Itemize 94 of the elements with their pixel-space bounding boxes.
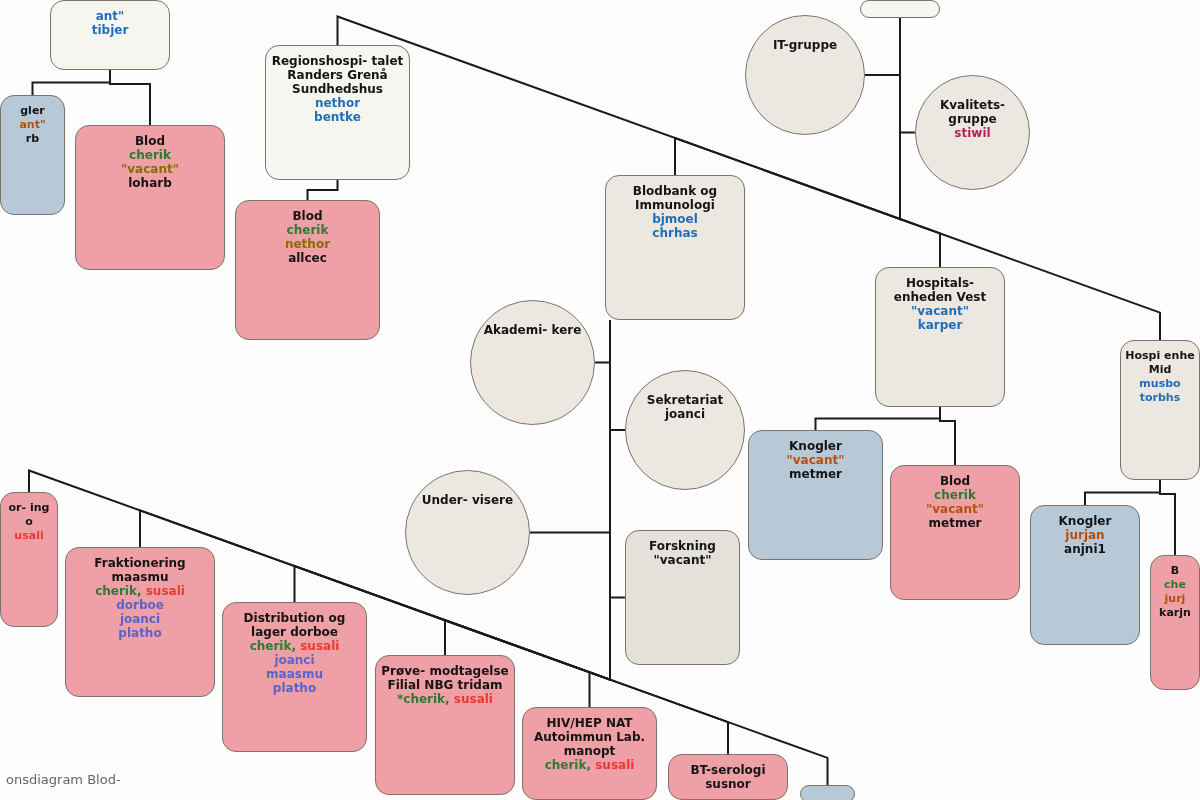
org-box [375,655,515,795]
staff-initials: susali [145,584,185,598]
staff-initials: tibjer [91,23,129,37]
unit-title: Hospi enhe Mid [1125,349,1195,377]
org-box [1150,555,1200,690]
unit-title: Fraktionering maasmu [93,556,187,584]
staff-initials: ant" [19,118,46,132]
org-box [625,530,740,665]
unit-title: Forskning "vacant" [648,539,717,567]
staff-initials: metmer [928,516,982,530]
connector-line [109,69,151,126]
connector-line [1159,479,1176,556]
org-box [265,45,410,180]
staff-initials: anjni1 [1064,542,1106,556]
org-box [522,707,657,800]
unit-title: Under- visere [421,493,514,507]
org-box [748,430,883,560]
connector-line [306,179,339,201]
unit-title: Prøve- modtagelse Filial NBG tridam [380,664,510,692]
staff-initials: susali [453,692,493,706]
staff-initials: joanci [664,407,706,421]
staff-initials: cherik, [249,639,296,653]
org-box [1120,340,1200,480]
unit-title: BT-serologi susnor [689,763,767,791]
org-box [0,492,58,627]
org-box [75,125,225,270]
org-box [235,200,380,340]
staff-initials: maasmu [266,667,323,681]
org-box [605,175,745,320]
staff-initials: cherik [129,148,171,162]
org-box [875,267,1005,407]
org-box [1030,505,1140,645]
unit-title: Knogler [1058,514,1112,528]
staff-initials: nethor [284,237,331,251]
staff-initials: dorboe [116,598,164,612]
unit-title: Sekretariat [646,393,724,407]
unit-title: or- ing o [7,501,51,529]
unit-title: gler [20,104,45,118]
staff-initials: joanci [274,653,315,667]
connector-line [939,406,956,466]
org-box [800,785,855,800]
staff-initials: chrhas [652,226,698,240]
staff-initials: bjmoel [652,212,698,226]
staff-initials: "vacant" [121,162,179,176]
staff-initials: usali [14,529,44,543]
staff-initials: *cherik, [397,692,450,706]
unit-title: Regionshospi- talet Randers Grenå Sundhedshus [270,54,405,96]
unit-title: Blod [939,474,971,488]
unit-title: Akademi- kere [483,323,582,337]
staff-initials: rb [25,132,40,146]
org-box [50,0,170,70]
staff-initials: cherik [286,223,329,237]
staff-initials: stiwil [954,126,991,140]
staff-initials: platho [118,626,162,640]
staff-initials: jurj [1164,592,1186,606]
staff-initials: loharb [128,176,172,190]
staff-initials: susali [300,639,340,653]
staff-initials: karjn [1159,606,1191,620]
unit-title: Distribution og lager dorboe [242,611,347,639]
org-box [890,465,1020,600]
org-box [222,602,367,752]
staff-initials: karper [917,318,963,332]
unit-title: B [1170,564,1180,578]
staff-initials: ant" [95,9,125,23]
staff-initials: nethor [314,96,361,110]
unit-title: IT-gruppe [772,38,838,52]
staff-initials: bentke [314,110,361,124]
caption-text: onsdiagram Blod- [6,772,121,787]
staff-initials: che [1164,578,1186,592]
unit-title: Blod [134,134,166,148]
org-box [0,95,65,215]
staff-initials: jurjan [1065,528,1105,542]
unit-title: Kvalitets- gruppe [938,98,1007,126]
org-box [668,754,788,800]
org-box [65,547,215,697]
staff-initials: cherik, [544,758,591,772]
staff-initials: cherik [934,488,976,502]
unit-title: Blodbank og Immunologi [631,184,719,212]
unit-title: Knogler [789,439,842,453]
staff-initials: platho [272,681,317,695]
staff-initials: cherik, [95,584,142,598]
staff-initials: "vacant" [786,453,845,467]
unit-title: Blod [292,209,323,223]
unit-title: HIV/HEP NAT Autoimmun Lab. manopt [532,716,647,758]
staff-initials: allcec [288,251,327,265]
staff-initials: metmer [789,467,842,481]
staff-initials: "vacant" [911,304,969,318]
org-box [860,0,940,18]
staff-initials: torbhs [1139,391,1181,405]
staff-initials: musbo [1139,377,1181,391]
staff-initials: susali [595,758,635,772]
staff-initials: joanci [119,612,161,626]
staff-initials: "vacant" [926,502,984,516]
unit-title: Hospitals- enheden Vest [892,276,988,304]
